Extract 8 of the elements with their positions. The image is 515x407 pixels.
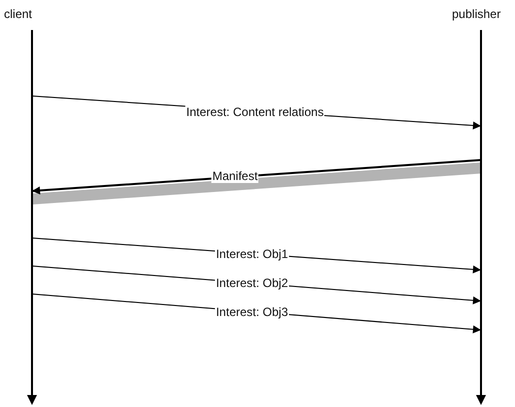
edge-label: Interest: Content relations xyxy=(185,105,325,119)
message-arrow xyxy=(32,159,482,204)
participant-label: client xyxy=(4,7,32,21)
edge-label: Interest: Obj2 xyxy=(214,276,290,290)
participant-label: publisher xyxy=(452,7,501,21)
edge-label: Manifest xyxy=(211,169,259,183)
edge-label: Interest: Obj3 xyxy=(214,305,290,319)
edge-label: Interest: Obj1 xyxy=(214,247,290,261)
